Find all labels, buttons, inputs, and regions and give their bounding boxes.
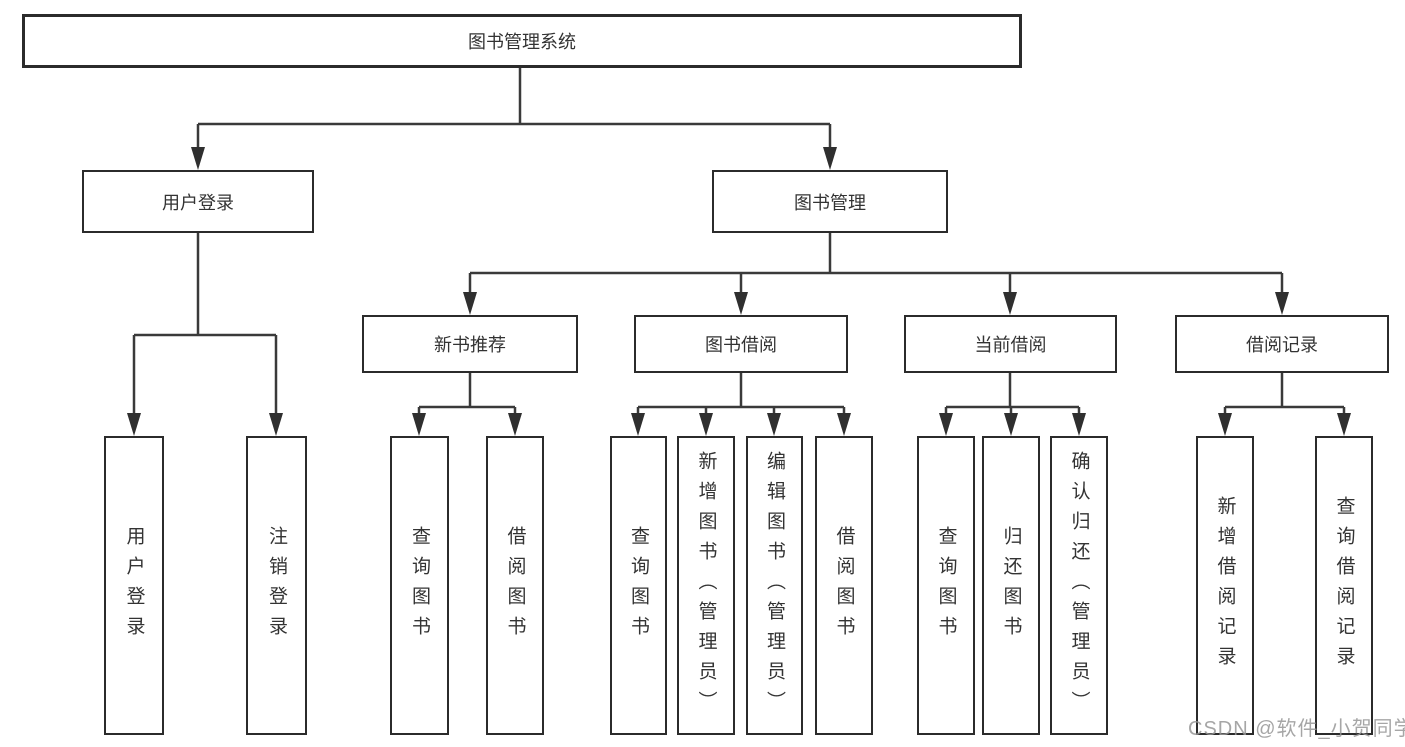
node-leaf-edit-books-admin: 编辑图书（管理员） [746,436,803,735]
node-leaf-user-login: 用户登录 [104,436,164,735]
node-label: 借阅图书 [504,525,526,646]
node-label: 查询借阅记录 [1333,495,1355,676]
node-leaf-query-books-recommend: 查询图书 [390,436,449,735]
node-leaf-query-borrow-record: 查询借阅记录 [1315,436,1373,735]
node-label: 查询图书 [409,525,430,646]
node-label: 借阅图书 [833,525,855,646]
node-leaf-query-books-current: 查询图书 [917,436,975,735]
node-new-book-recommendation: 新书推荐 [362,315,578,373]
root-label: 图书管理系统 [468,32,576,52]
node-leaf-borrow-books: 借阅图书 [815,436,873,735]
node-label: 用户登录 [162,192,234,213]
csdn-watermark: CSDN @软件_小贺同学 [1188,718,1405,740]
node-label: 编辑图书（管理员） [764,450,785,721]
node-leaf-confirm-return-admin: 确认归还（管理员） [1050,436,1108,735]
node-label: 图书借阅 [705,335,777,355]
node-leaf-return-books: 归还图书 [982,436,1040,735]
node-label: 注销登录 [266,525,287,646]
node-leaf-logout: 注销登录 [246,436,307,735]
node-leaf-query-books-borrowing: 查询图书 [610,436,667,735]
node-current-borrowing: 当前借阅 [904,315,1117,373]
node-label: 借阅记录 [1246,335,1318,355]
node-book-management: 图书管理 [712,170,948,233]
node-leaf-add-borrow-record: 新增借阅记录 [1196,436,1254,735]
node-borrowing-records: 借阅记录 [1175,315,1389,373]
node-library-management-system: 图书管理系统 [22,14,1022,68]
node-user-login-branch: 用户登录 [82,170,314,233]
node-label: 查询图书 [628,525,649,646]
node-label: 新书推荐 [434,335,506,355]
node-label: 新增图书（管理员） [695,450,717,721]
node-leaf-add-books-admin: 新增图书（管理员） [677,436,735,735]
node-label: 用户登录 [123,525,145,646]
node-label: 当前借阅 [974,335,1047,355]
node-leaf-borrow-books-recommend: 借阅图书 [486,436,544,735]
node-book-borrowing: 图书借阅 [634,315,848,373]
node-label: 查询图书 [935,525,957,646]
arrowheads [127,147,1351,436]
node-label: 归还图书 [1000,525,1022,646]
node-label: 确认归还（管理员） [1068,450,1090,721]
node-label: 新增借阅记录 [1214,495,1236,676]
node-label: 图书管理 [794,192,866,213]
